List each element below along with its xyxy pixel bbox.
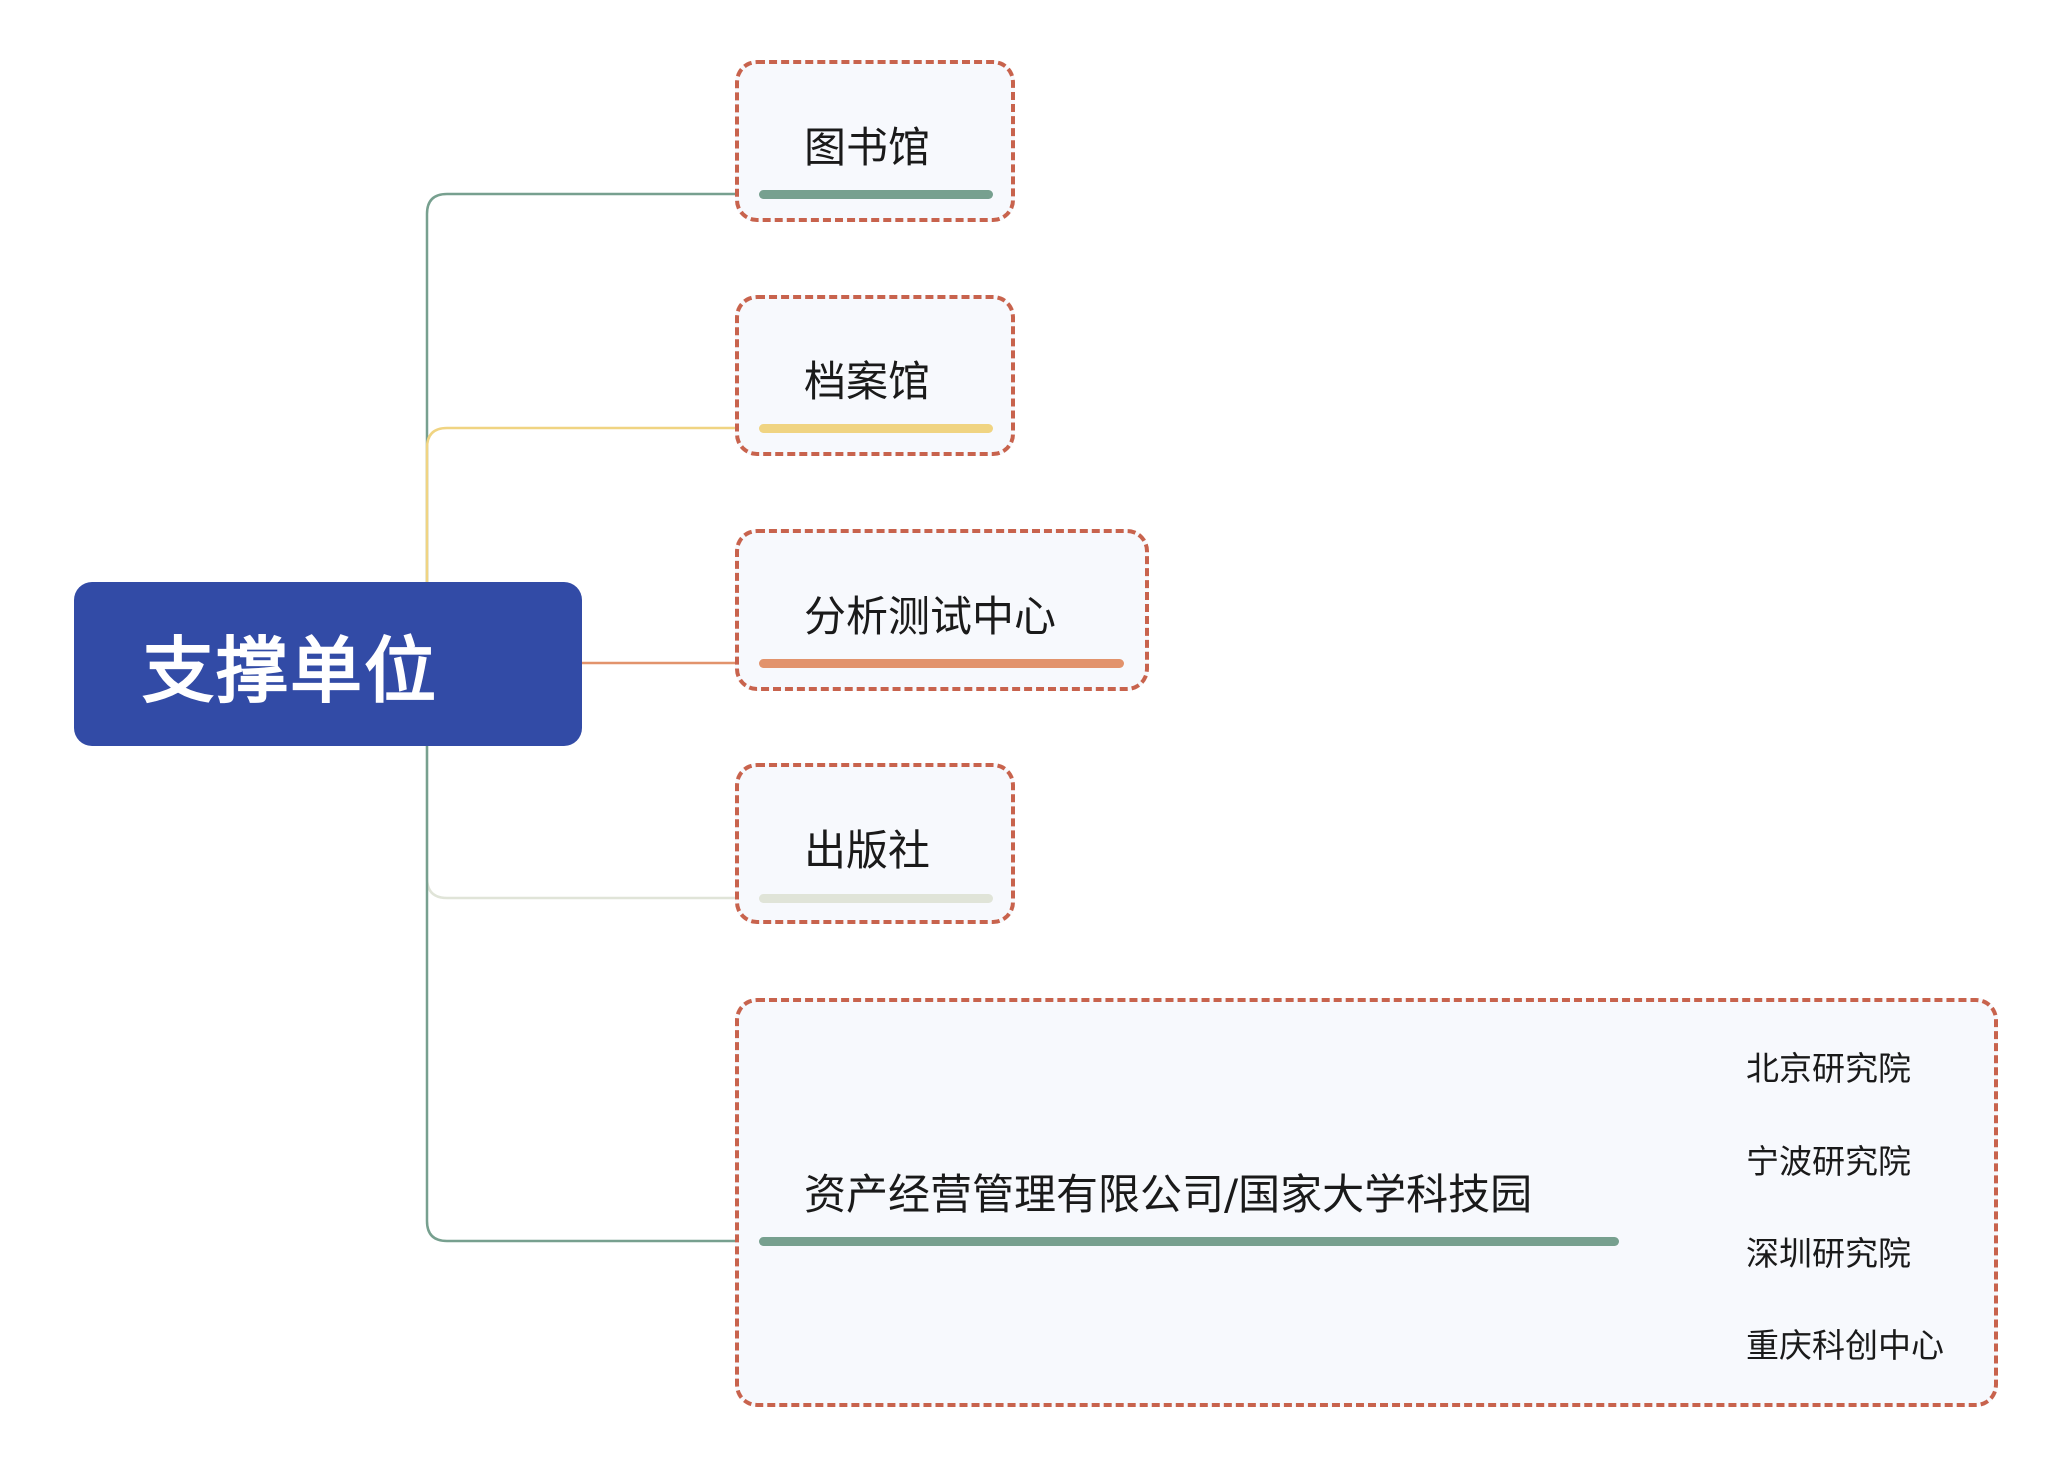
connector-press: [425, 746, 759, 900]
subnode-ningbo[interactable]: 宁波研究院: [1746, 1142, 1911, 1181]
node-press-underline: [759, 894, 993, 903]
subnode-chongqing[interactable]: 重庆科创中心: [1746, 1326, 1944, 1365]
node-press-label: 出版社: [804, 826, 931, 875]
root-node[interactable]: 支撑单位: [74, 582, 582, 746]
subnode-beijing[interactable]: 北京研究院: [1746, 1049, 1911, 1088]
node-library-label: 图书馆: [804, 123, 931, 172]
node-asset-label: 资产经营管理有限公司/国家大学科技园: [804, 1170, 1533, 1219]
node-analysis-underline: [759, 659, 1124, 668]
connector-asset: [425, 746, 759, 1243]
node-asset-group[interactable]: [735, 998, 1998, 1407]
connector-archives: [425, 426, 735, 582]
subnode-shenzhen[interactable]: 深圳研究院: [1746, 1234, 1911, 1273]
node-analysis-label: 分析测试中心: [804, 592, 1057, 641]
connector-library: [425, 192, 735, 582]
node-archives-label: 档案馆: [804, 357, 931, 406]
root-label: 支撑单位: [142, 628, 439, 713]
node-asset-underline: [759, 1237, 1619, 1246]
node-archives-underline: [759, 424, 993, 433]
node-library-underline: [759, 190, 993, 199]
